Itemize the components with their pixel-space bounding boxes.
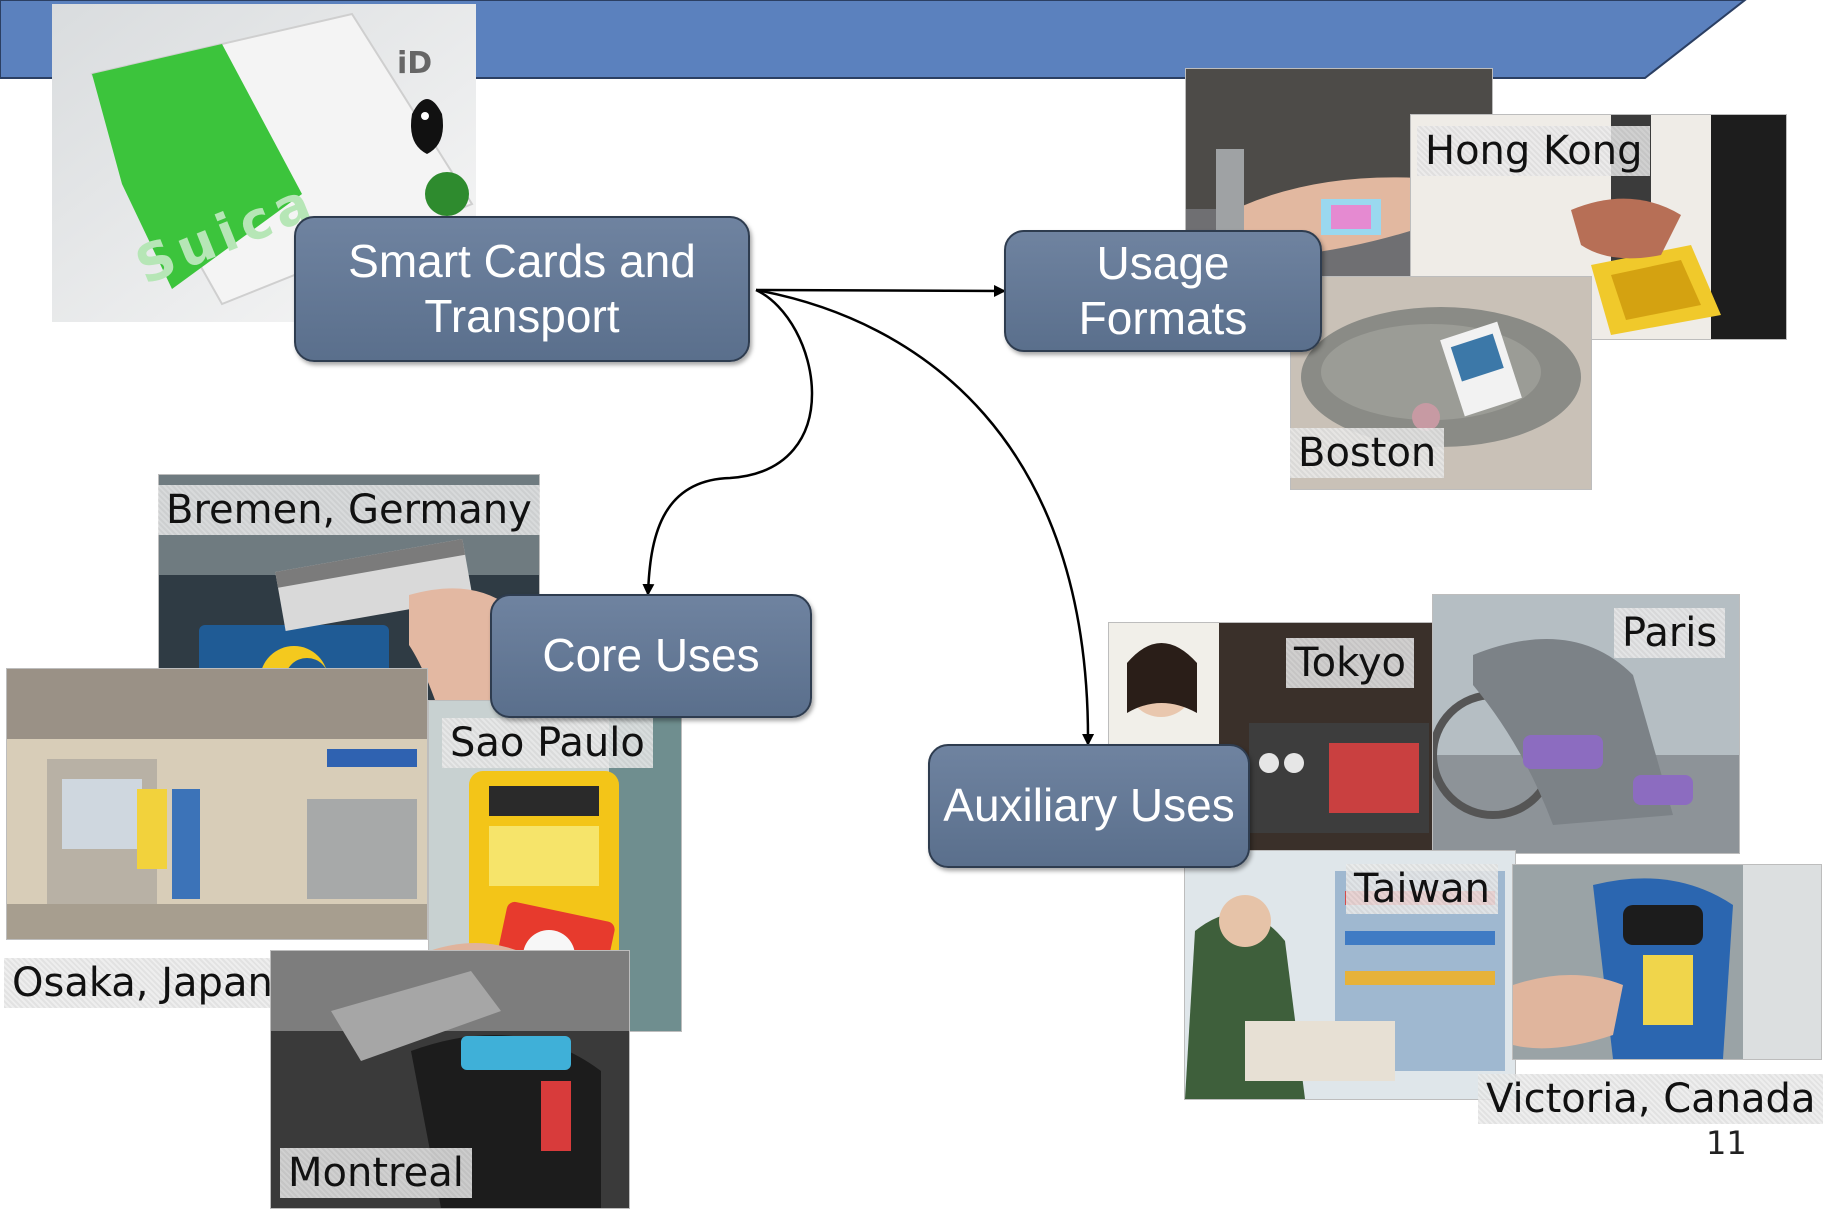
- suica-card-photo: Suica iD: [52, 4, 476, 322]
- node-core-uses: Core Uses: [490, 594, 812, 718]
- arrow-to-usage-formats: [755, 284, 1006, 297]
- city-label-osaka: Osaka, Japan: [4, 958, 281, 1008]
- city-label-paris: Paris: [1614, 608, 1726, 658]
- node-auxiliary-uses: Auxiliary Uses: [928, 744, 1250, 868]
- victoria-parking-meter-photo: [1512, 864, 1822, 1060]
- city-label-boston: Boston: [1290, 428, 1445, 478]
- paris-bike-photo: [1432, 594, 1740, 854]
- city-label-sao-paulo: Sao Paulo: [442, 718, 653, 768]
- city-label-taiwan: Taiwan: [1346, 864, 1499, 914]
- node-smart-cards-and-transport: Smart Cards and Transport: [294, 216, 750, 362]
- osaka-station-photo: [6, 668, 428, 940]
- id-logo-text: iD: [397, 46, 433, 81]
- city-label-victoria: Victoria, Canada: [1478, 1074, 1824, 1124]
- city-label-bremen: Bremen, Germany: [158, 485, 540, 535]
- node-usage-formats: Usage Formats: [1004, 230, 1322, 352]
- city-label-montreal: Montreal: [280, 1148, 472, 1198]
- slide-number: 11: [1706, 1124, 1747, 1162]
- city-label-tokyo: Tokyo: [1286, 638, 1414, 688]
- city-label-hong-kong: Hong Kong: [1417, 126, 1651, 176]
